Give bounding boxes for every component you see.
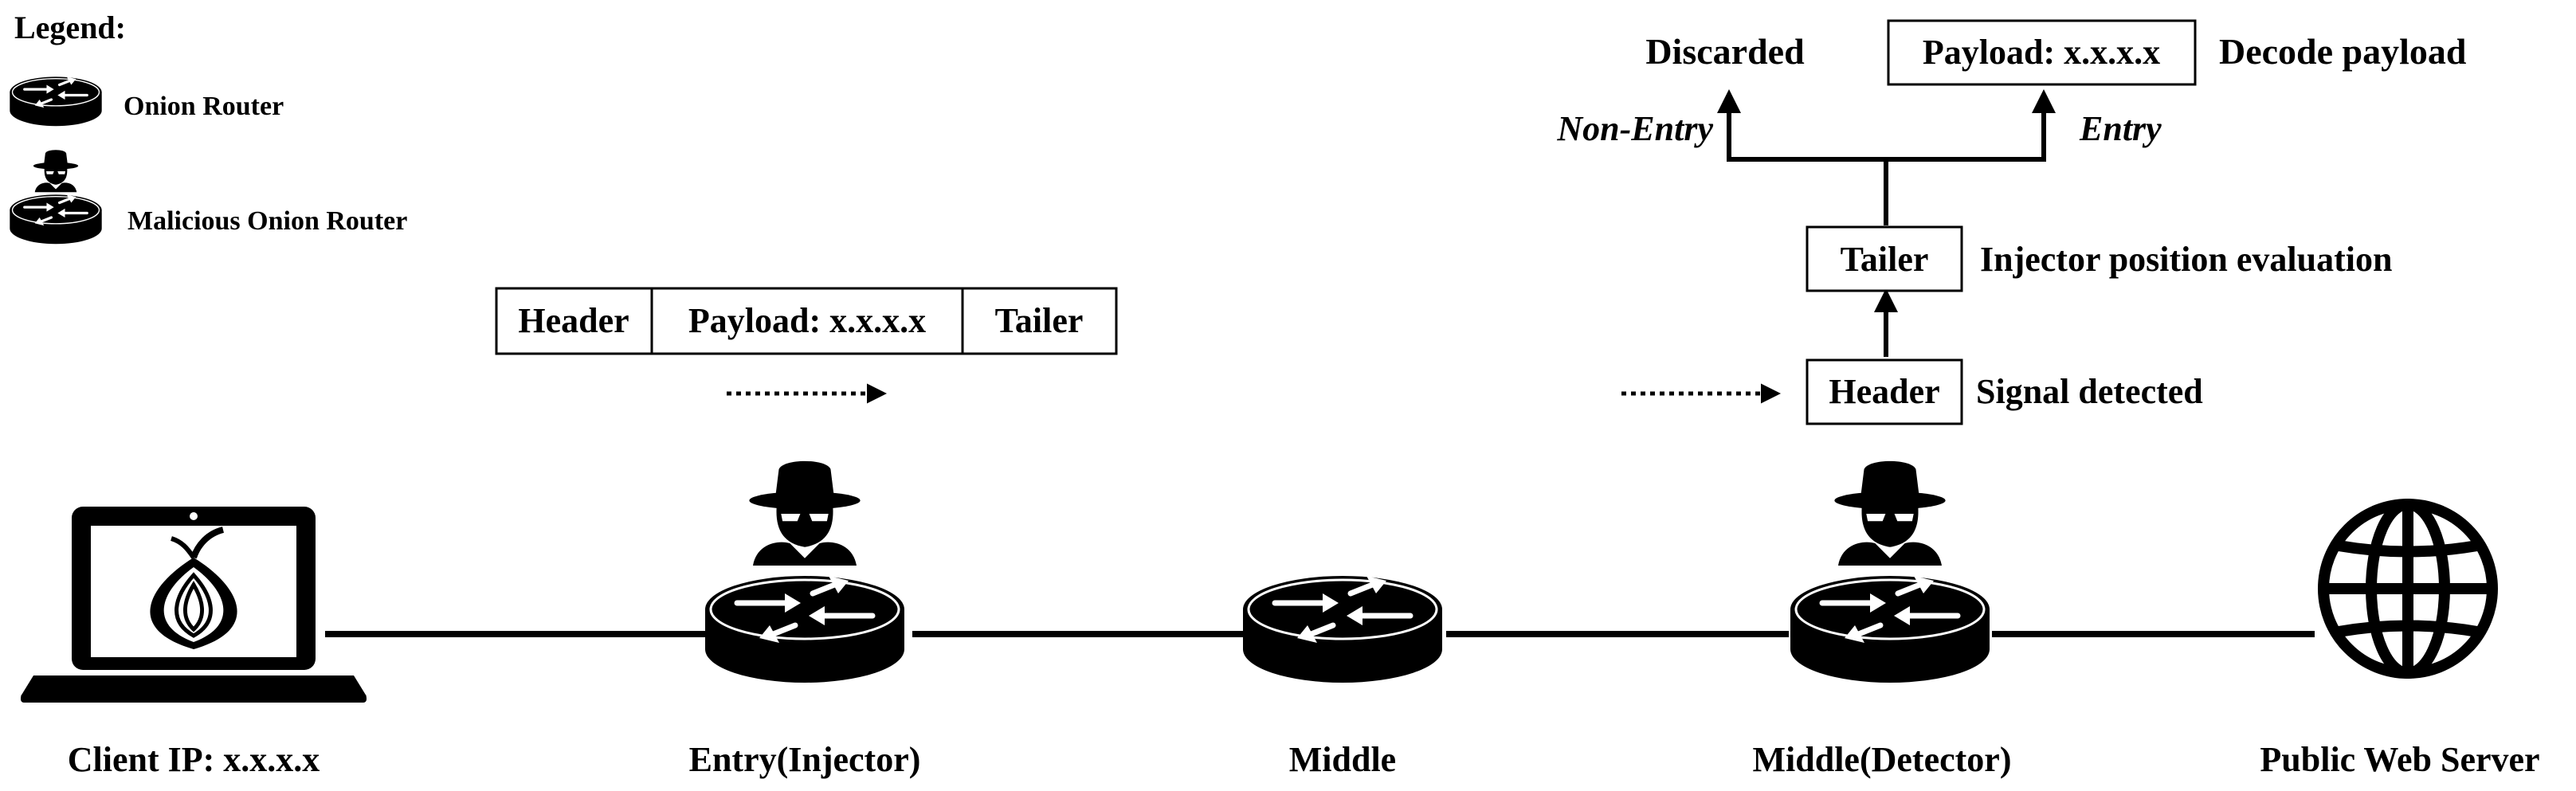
globe-icon xyxy=(2318,499,2498,679)
entry-injector-router xyxy=(705,460,904,683)
packet-payload: Payload: x.x.x.x xyxy=(688,301,926,340)
malicious-onion-router-icon xyxy=(1790,576,1990,683)
discarded-result: Discarded xyxy=(1645,31,1805,72)
detector-header-box xyxy=(1806,358,1963,425)
middle-detector-router xyxy=(1790,460,1990,683)
legend-title: Legend: xyxy=(14,10,126,45)
decoded-payload: Payload: x.x.x.x xyxy=(1923,33,2160,72)
detector-tailer: Tailer xyxy=(1841,240,1929,279)
tor-onion-icon xyxy=(150,527,237,649)
node-label-web-server: Public Web Server xyxy=(2260,740,2539,779)
node-label-entry: Entry(Injector) xyxy=(689,740,921,779)
malicious-onion-router-icon xyxy=(705,576,904,683)
entry-label: Entry xyxy=(2079,109,2162,148)
node-label-detector: Middle(Detector) xyxy=(1753,740,2012,779)
node-label-client: Client IP: x.x.x.x xyxy=(68,740,320,779)
malicious-onion-router-icon xyxy=(8,150,104,245)
signal-detected-note: Signal detected xyxy=(1976,372,2203,411)
onion-router-icon xyxy=(8,75,104,127)
laptop-tor-icon xyxy=(21,507,367,703)
legend: Legend: Onion Router Malicious Onion Rou… xyxy=(8,10,407,245)
middle-router xyxy=(1243,576,1442,683)
injected-packet: Header Payload: x.x.x.x Tailer xyxy=(495,287,1118,355)
non-entry-label: Non-Entry xyxy=(1556,109,1713,148)
spy-icon xyxy=(749,460,861,566)
detector-header: Header xyxy=(1829,372,1939,411)
detector-flow: Header Signal detected Tailer Injector p… xyxy=(1556,19,2467,425)
decode-payload-note: Decode payload xyxy=(2219,31,2467,72)
position-evaluation-note: Injector position evaluation xyxy=(1980,240,2392,279)
node-label-middle: Middle xyxy=(1289,740,1396,779)
node-labels: Client IP: x.x.x.x Entry(Injector) Middl… xyxy=(68,740,2540,779)
onion-router-icon xyxy=(1243,576,1442,683)
legend-item-malicious-onion-router: Malicious Onion Router xyxy=(127,206,407,236)
packet-tailer: Tailer xyxy=(995,301,1084,340)
legend-item-onion-router: Onion Router xyxy=(124,92,284,121)
detector-tailer-box xyxy=(1806,225,1963,292)
packet-header: Header xyxy=(518,301,629,340)
spy-icon xyxy=(1834,460,1946,566)
decoded-payload-box xyxy=(1887,19,2197,86)
